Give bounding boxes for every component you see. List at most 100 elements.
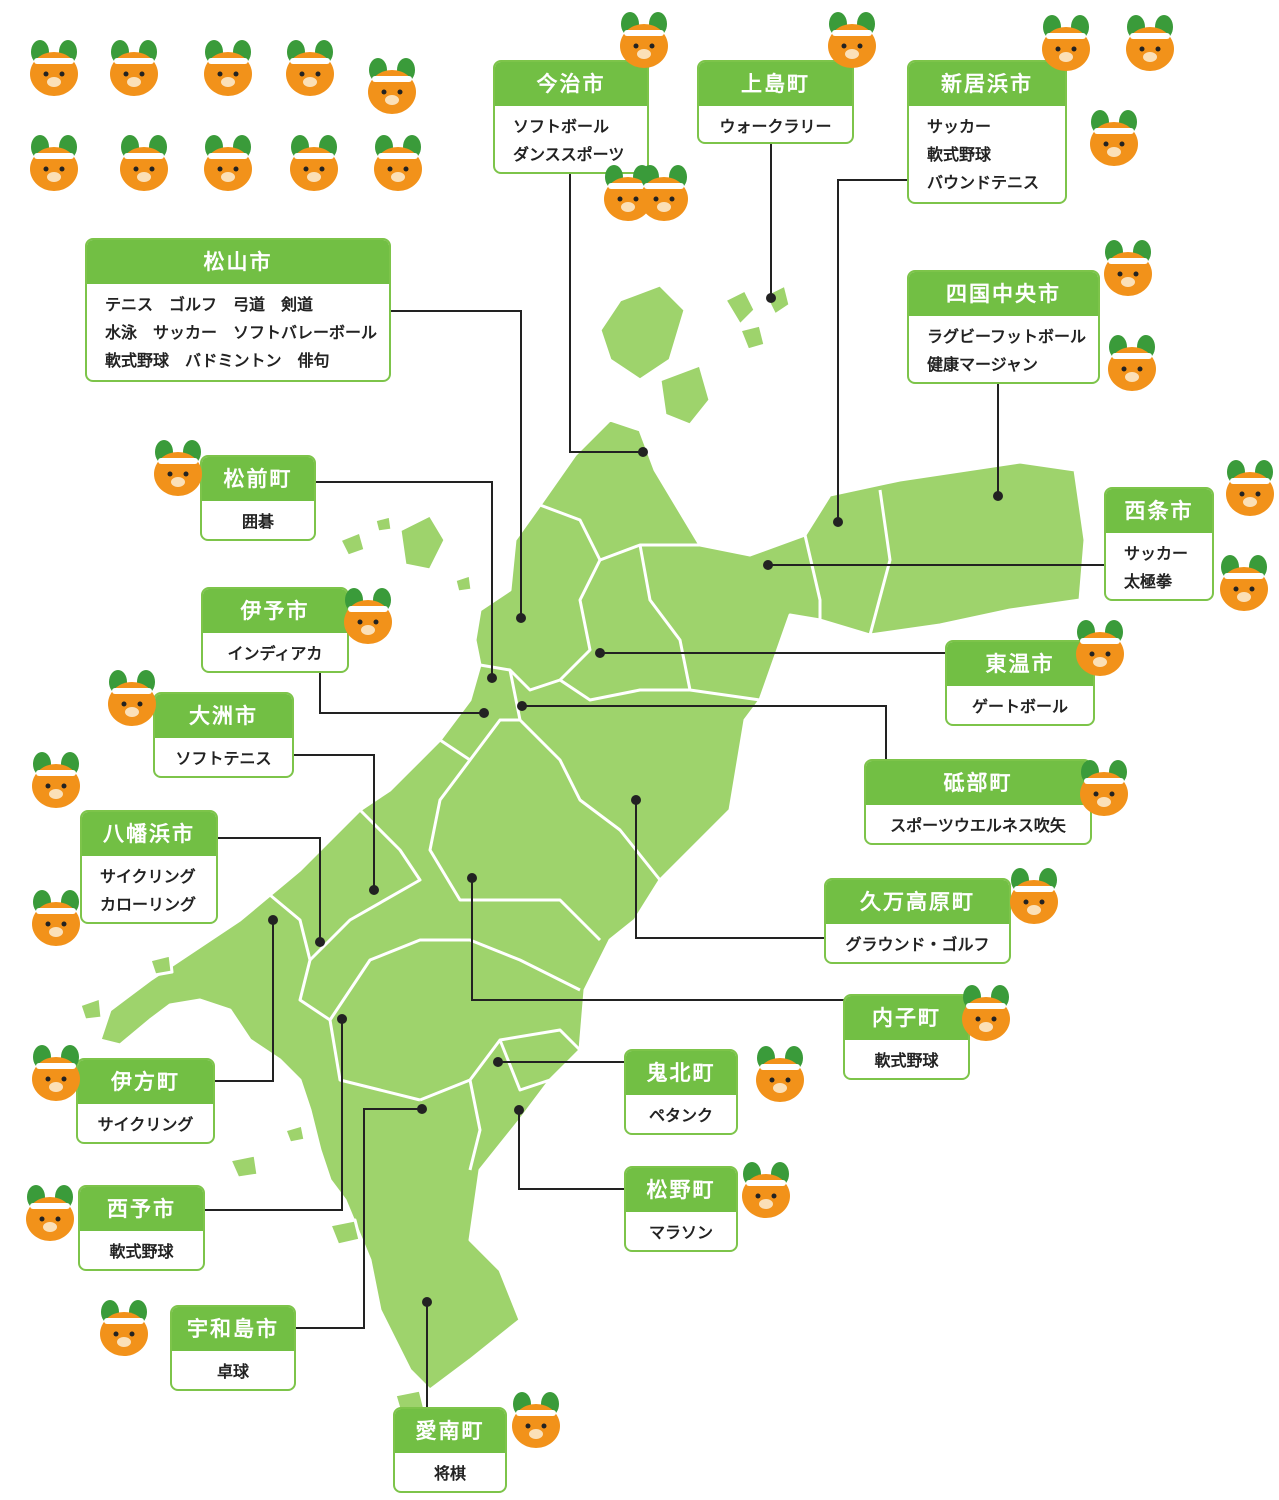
- location-dots: [268, 293, 1003, 1307]
- leader-lines: [204, 140, 1106, 1408]
- mascot-icon: [146, 440, 210, 504]
- island-nakajima: [398, 513, 447, 572]
- event-item: 軟式野球: [927, 145, 992, 164]
- mascot-icon: [22, 135, 86, 199]
- island-sada-1: [78, 996, 104, 1022]
- municipality-name: 内子町: [845, 996, 968, 1040]
- mascot-icon: [1068, 620, 1132, 684]
- card-matsuyama: 松山市 テニス ゴルフ 弓道 剣道 水泳 サッカー ソフトバレーボール 軟式野球…: [85, 238, 391, 382]
- card-shikokuchuo: 四国中央市 ラグビーフットボール 健康マージャン: [907, 270, 1100, 384]
- event-list: インディアカ: [203, 633, 347, 671]
- event-list: グラウンド・ゴルフ: [826, 924, 1009, 962]
- line-matsuno: [518, 1110, 626, 1190]
- location-dot-icon: [315, 937, 325, 947]
- card-uwajima: 宇和島市 卓球: [170, 1305, 296, 1391]
- event-item: ウォークラリー: [719, 117, 832, 136]
- island-small-1: [338, 530, 367, 558]
- event-list: ソフトボール ダンススポーツ: [495, 106, 647, 172]
- event-item: 軟式野球: [109, 1242, 174, 1261]
- event-item: インディアカ: [227, 644, 323, 663]
- line-uchiko: [471, 878, 845, 1001]
- event-item: ペタンク: [648, 1106, 713, 1125]
- mascot-icon: [92, 1300, 156, 1364]
- mascot-icon: [612, 12, 676, 76]
- line-masaki: [315, 481, 493, 678]
- municipality-name: 上島町: [699, 62, 852, 106]
- card-toon: 東温市 ゲートボール: [945, 640, 1095, 726]
- event-item: サッカー: [927, 117, 992, 136]
- mascot-icon: [954, 985, 1018, 1049]
- line-niihama: [837, 179, 910, 522]
- card-uchiko: 内子町 軟式野球: [843, 994, 970, 1080]
- municipality-name: 松野町: [626, 1168, 736, 1212]
- event-list: 将棋: [395, 1453, 505, 1491]
- event-item: ソフトボール: [513, 117, 610, 136]
- location-dot-icon: [595, 648, 605, 658]
- ehime-landmass: [78, 283, 1087, 1414]
- event-item: ゲートボール: [971, 697, 1068, 716]
- event-item: 太極拳: [1124, 572, 1173, 591]
- island-hiburi: [328, 1218, 362, 1247]
- event-list: 軟式野球: [845, 1040, 968, 1078]
- municipality-name: 愛南町: [395, 1409, 505, 1453]
- card-niihama: 新居浜市 サッカー 軟式野球 バウンドテニス: [907, 60, 1067, 204]
- mascot-icon: [1082, 110, 1146, 174]
- line-kumakogen: [635, 800, 826, 939]
- event-item: カローリング: [100, 895, 197, 914]
- mascot-icon: [336, 588, 400, 652]
- line-ozu: [293, 754, 375, 890]
- event-item: マラソン: [648, 1223, 713, 1242]
- event-item: 卓球: [216, 1362, 249, 1381]
- event-list: サイクリング: [78, 1104, 213, 1142]
- event-item: ソフトテニス: [175, 749, 272, 768]
- card-kumakogen: 久万高原町 グラウンド・ゴルフ: [824, 878, 1011, 964]
- event-list: 囲碁: [202, 501, 314, 539]
- event-item: スポーツウエルネス吹矢: [890, 816, 1066, 835]
- event-item: 軟式野球: [874, 1051, 939, 1070]
- line-matsuyama: [390, 310, 522, 618]
- event-item: 将棋: [433, 1464, 466, 1483]
- event-list: サッカー 軟式野球 バウンドテニス: [909, 106, 1065, 202]
- municipality-name: 伊方町: [78, 1060, 213, 1104]
- card-ainan: 愛南町 将棋: [393, 1407, 507, 1493]
- mascot-icon: [1034, 15, 1098, 79]
- island-small-2: [373, 514, 394, 534]
- card-iyo: 伊予市 インディアカ: [201, 587, 349, 673]
- location-dot-icon: [479, 708, 489, 718]
- event-list: ウォークラリー: [699, 106, 852, 142]
- event-list: スポーツウエルネス吹矢: [866, 805, 1090, 843]
- event-list: ゲートボール: [947, 686, 1093, 724]
- card-imabari: 今治市 ソフトボール ダンススポーツ: [493, 60, 649, 174]
- location-dot-icon: [422, 1297, 432, 1307]
- island-hakata: [658, 363, 712, 427]
- event-item: テニス ゴルフ 弓道 剣道: [105, 295, 314, 314]
- location-dot-icon: [514, 1105, 524, 1115]
- location-dot-icon: [369, 885, 379, 895]
- card-ozu: 大洲市 ソフトテニス: [153, 692, 294, 778]
- event-list: 軟式野球: [80, 1231, 203, 1269]
- location-dot-icon: [417, 1104, 427, 1114]
- island-ikina: [738, 323, 767, 352]
- municipality-name: 松山市: [87, 240, 389, 284]
- card-saijo: 西条市 サッカー 太極拳: [1104, 487, 1214, 601]
- island-sada-2: [148, 953, 174, 977]
- event-list: テニス ゴルフ 弓道 剣道 水泳 サッカー ソフトバレーボール 軟式野球 バドミ…: [87, 284, 389, 380]
- event-item: バウンドテニス: [927, 173, 1040, 192]
- event-item: グラウンド・ゴルフ: [845, 935, 990, 954]
- event-list: ソフトテニス: [155, 738, 292, 776]
- card-masaki: 松前町 囲碁: [200, 455, 316, 541]
- mascot-icon: [1002, 868, 1066, 932]
- card-tobe: 砥部町 スポーツウエルネス吹矢: [864, 759, 1092, 845]
- event-item: ダンススポーツ: [513, 145, 625, 164]
- event-item: 囲碁: [241, 512, 274, 531]
- card-kihoku: 鬼北町 ペタンク: [624, 1049, 738, 1135]
- mascot-icon: [366, 135, 430, 199]
- location-dot-icon: [833, 517, 843, 527]
- mascot-icon: [278, 40, 342, 104]
- municipality-name: 西条市: [1106, 489, 1212, 533]
- location-dot-icon: [517, 701, 527, 711]
- line-ikata: [214, 920, 274, 1082]
- mascot-icon: [1118, 15, 1182, 79]
- card-seiyo: 西予市 軟式野球: [78, 1185, 205, 1271]
